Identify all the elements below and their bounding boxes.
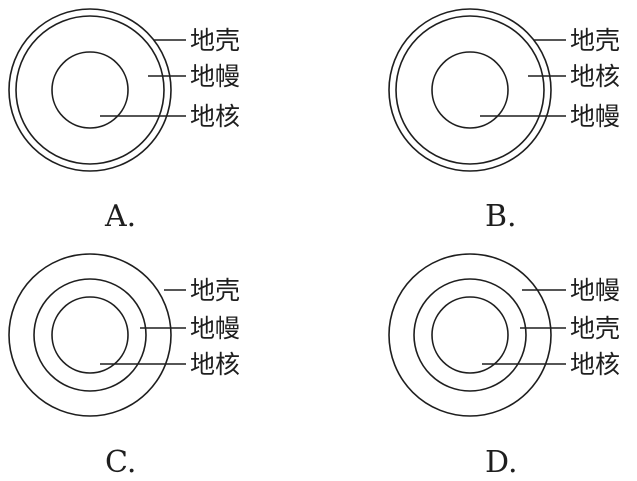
- option-a-inner-ring: [51, 51, 129, 129]
- option-c-label-3: 地核: [190, 350, 240, 379]
- option-c-outer-ring: [8, 253, 172, 417]
- option-a-middle-ring: [15, 15, 165, 165]
- option-b-middle-ring: [395, 15, 545, 165]
- option-c-inner-ring: [51, 296, 129, 374]
- option-d-letter: D.: [485, 445, 518, 480]
- option-b-label-3: 地幔: [570, 102, 620, 131]
- option-c-middle-ring: [33, 278, 147, 392]
- option-d-outer-ring: [388, 253, 552, 417]
- option-b: 地壳 地核 地幔 B.: [388, 8, 620, 234]
- option-d-middle-ring: [413, 278, 527, 392]
- option-d-inner-ring: [431, 296, 509, 374]
- option-c: 地壳 地幔 地核 C.: [8, 253, 240, 480]
- option-c-label-2: 地幔: [190, 314, 240, 343]
- option-d-label-3: 地核: [570, 350, 620, 379]
- option-b-letter: B.: [485, 199, 517, 234]
- option-b-label-1: 地壳: [570, 26, 620, 55]
- option-a-label-2: 地幔: [190, 62, 240, 91]
- option-a: 地壳 地幔 地核 A.: [8, 8, 240, 234]
- option-b-outer-ring: [388, 8, 552, 172]
- option-d-label-2: 地壳: [570, 314, 620, 343]
- option-c-letter: C.: [105, 445, 136, 480]
- option-a-label-3: 地核: [190, 102, 240, 131]
- option-a-label-1: 地壳: [190, 26, 240, 55]
- option-b-label-2: 地核: [570, 62, 620, 91]
- option-a-outer-ring: [8, 8, 172, 172]
- option-a-letter: A.: [104, 199, 136, 234]
- option-c-label-1: 地壳: [190, 276, 240, 305]
- option-b-inner-ring: [431, 51, 509, 129]
- option-d-label-1: 地幔: [570, 276, 620, 305]
- option-d: 地幔 地壳 地核 D.: [388, 253, 620, 480]
